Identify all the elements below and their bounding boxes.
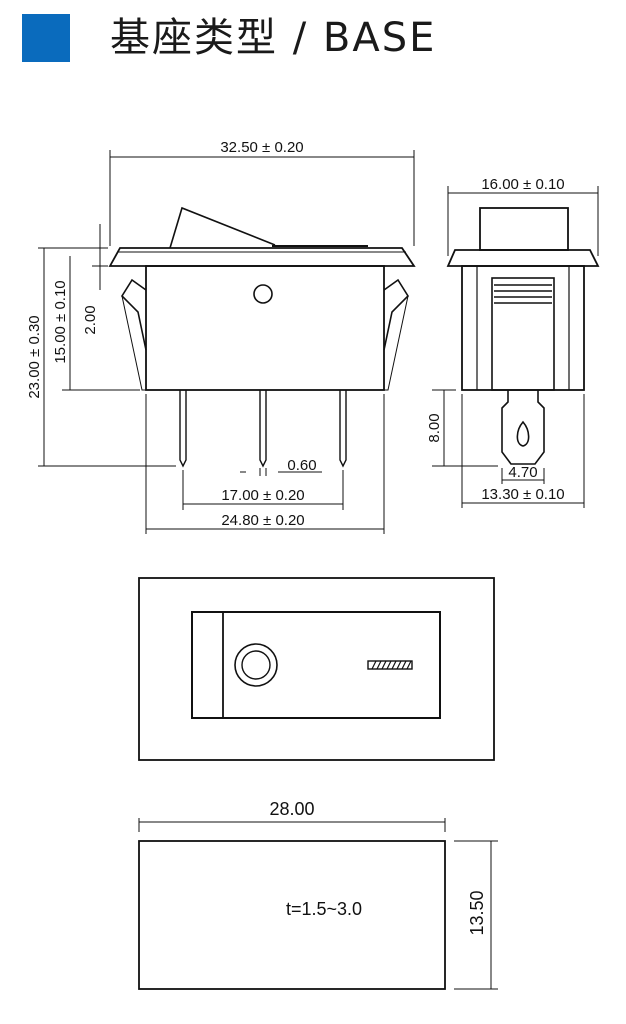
dim-flange: 2.00 (82, 305, 99, 334)
side-clip-window (491, 277, 555, 391)
switch-body (145, 265, 385, 391)
terminal-hole (516, 420, 530, 447)
cutout-rect (138, 840, 446, 990)
rocker-actuator (169, 206, 276, 249)
side-flange (446, 249, 600, 267)
side-top-block (479, 207, 569, 251)
panel-thickness: t=1.5~3.0 (286, 899, 362, 919)
pin-right (339, 390, 347, 468)
top-view-lamp-inner (241, 650, 271, 680)
dim-cutout-width: 28.00 (269, 799, 314, 819)
title-accent-square (22, 14, 70, 62)
page-title: 基座类型 / BASE (110, 15, 437, 61)
side-view: 16.00 ± 0.10 8.00 4.70 13.30 ± 0.10 (426, 176, 600, 508)
dim-cutout-height: 13.50 (467, 890, 487, 935)
dim-terminal-length: 8.00 (426, 413, 443, 442)
dim-body-height: 15.00 ± 0.10 (52, 280, 69, 363)
pin-left (179, 390, 187, 468)
pin-center (259, 390, 267, 468)
dim-body-depth: 13.30 ± 0.10 (481, 486, 564, 503)
top-view (138, 577, 495, 761)
front-flange (108, 247, 416, 267)
indicator-hole (253, 284, 273, 304)
dim-width-overall: 32.50 ± 0.20 (220, 139, 303, 156)
top-view-mark (367, 660, 413, 670)
dim-height-overall: 23.00 ± 0.30 (26, 315, 43, 398)
top-view-lamp-outer (234, 643, 278, 687)
dim-terminal-width: 4.70 (508, 464, 537, 481)
quick-connect-terminal (501, 390, 545, 465)
top-view-flange (138, 577, 495, 761)
front-view: 32.50 ± 0.20 2.00 15.00 ± 0.10 23.00 ± 0… (26, 139, 416, 534)
dim-pin-pitch: 17.00 ± 0.20 (221, 487, 304, 504)
top-view-rocker (191, 611, 441, 719)
panel-cutout: 28.00 13.50 t=1.5~3.0 (138, 799, 498, 990)
dim-top-width: 16.00 ± 0.10 (481, 176, 564, 193)
dim-pin-width: 0.60 (287, 457, 316, 474)
dim-body-width: 24.80 ± 0.20 (221, 512, 304, 529)
